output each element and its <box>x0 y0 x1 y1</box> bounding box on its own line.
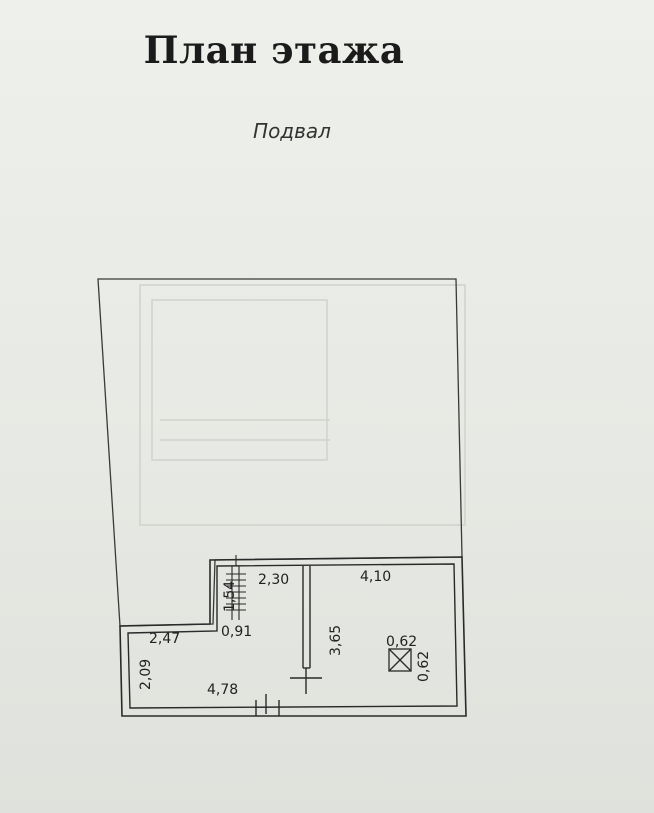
partition-wall <box>290 566 322 694</box>
dim-room-right-width: 4,10 <box>360 569 391 585</box>
staircase <box>226 555 246 620</box>
dim-vent-height: 0,62 <box>416 651 432 682</box>
dim-room-left-height: 2,09 <box>138 659 154 690</box>
floor-subtitle: Подвал <box>253 119 331 143</box>
dim-room-right-height: 3,65 <box>328 625 344 656</box>
show-through-lines <box>139 284 466 526</box>
basement-outer-wall <box>119 556 467 717</box>
dim-vent-width: 0,62 <box>386 634 417 650</box>
vent-shaft-symbol <box>388 648 412 672</box>
dim-room-left-width: 2,47 <box>149 631 180 647</box>
page-title: План этажа <box>143 28 405 72</box>
dim-stair-width: 0,91 <box>221 624 252 640</box>
basement-inner-wall <box>127 563 458 709</box>
bottom-opening <box>255 694 280 716</box>
dim-room-left-length: 4,78 <box>207 682 238 698</box>
dim-stair-length: 1,54 <box>222 581 238 612</box>
dim-corridor-width: 2,30 <box>258 572 289 588</box>
